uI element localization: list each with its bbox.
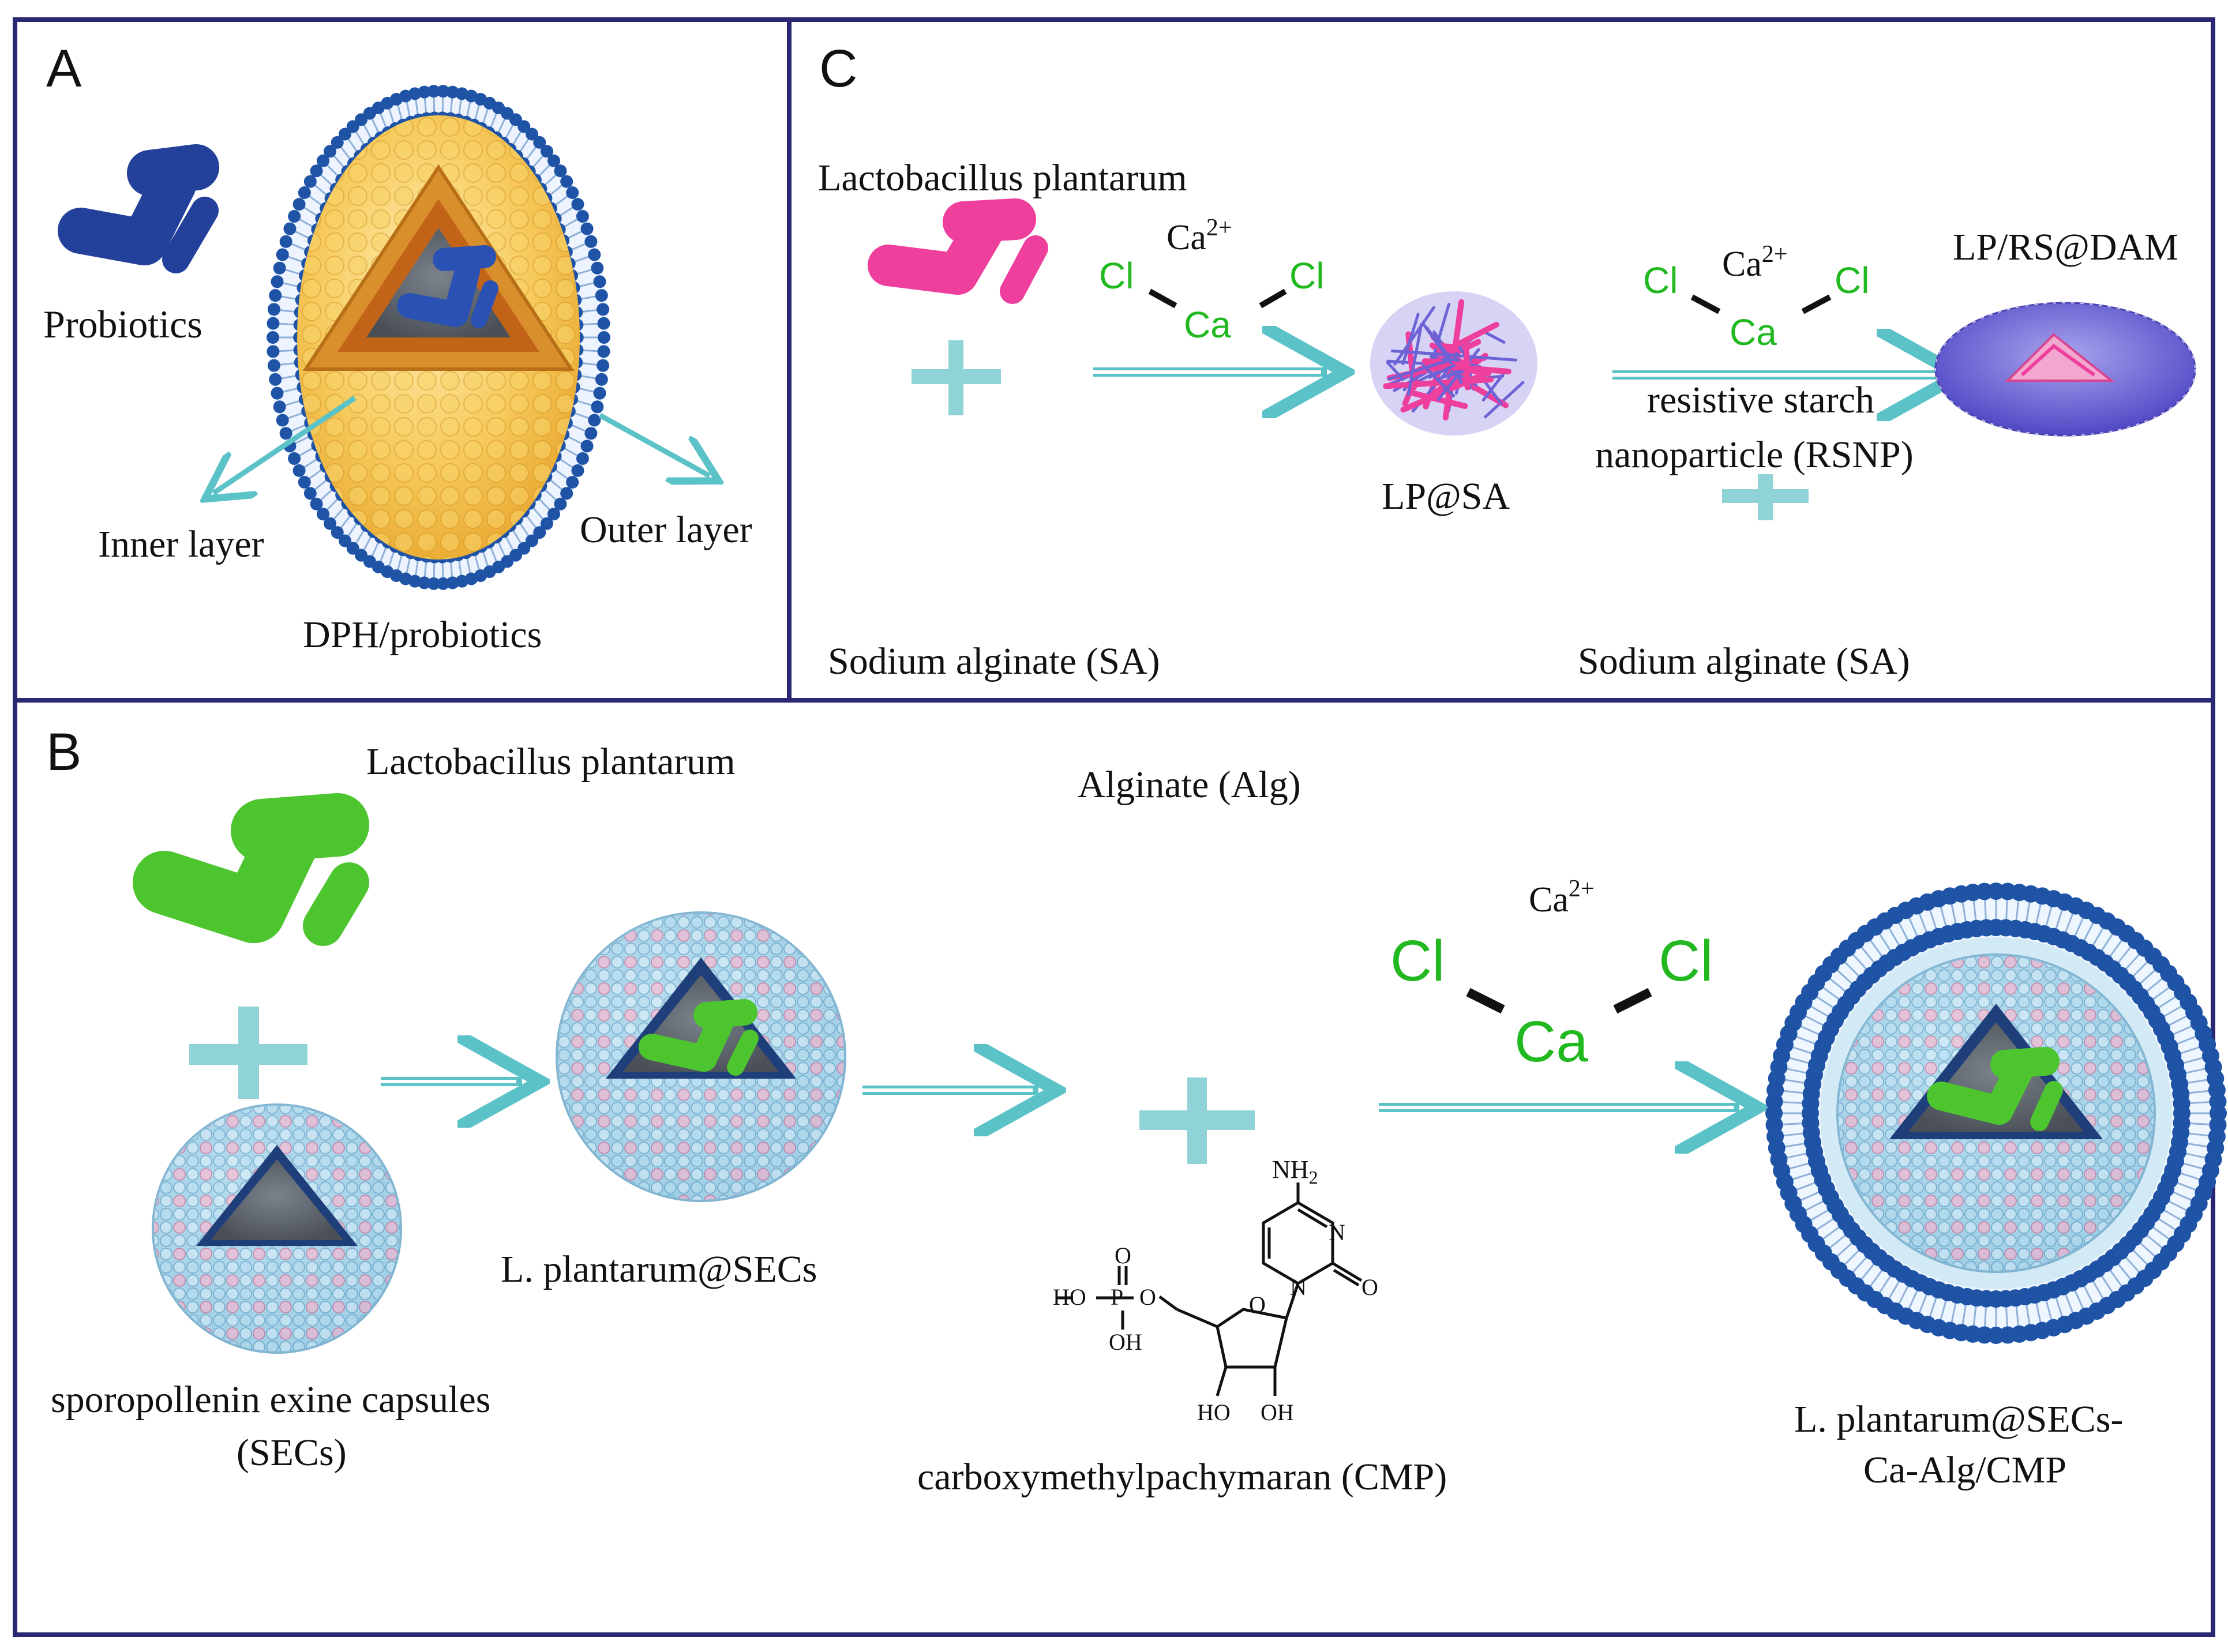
dph-capsule	[267, 85, 610, 590]
cl-left-c2: Cl	[1643, 260, 1678, 301]
cmp-n-ring: N	[1329, 1219, 1345, 1245]
lp-secs-label: L. plantarum@SECs	[501, 1248, 817, 1290]
final-product-label-line2: Ca-Alg/CMP	[1863, 1449, 2066, 1491]
panel-c-letter: C	[819, 39, 857, 98]
cl-right-b: Cl	[1659, 929, 1713, 993]
cmp-ho-phosphate: HO	[1053, 1284, 1086, 1310]
cmp-o-ester: O	[1139, 1284, 1156, 1310]
cmp-structure	[1056, 1182, 1363, 1396]
cmp-labels: NH2 N N O O O P O HO OH HO OH	[1053, 1155, 1378, 1425]
inner-layer-arrow	[213, 396, 357, 493]
probiotic-icon-pink	[868, 198, 1048, 304]
sodium-alginate-label-c2: Sodium alginate (SA)	[1578, 640, 1910, 682]
cmp-nh2: NH2	[1272, 1155, 1318, 1188]
cacl2-group-b: Ca2+ Cl Cl Ca	[1390, 876, 1713, 1074]
plus-sign-c	[912, 340, 1001, 415]
cl-right-c1: Cl	[1289, 255, 1324, 296]
plus-sign-b1	[189, 1007, 307, 1099]
lp-secs-capsule	[556, 911, 846, 1202]
ca-atom-c1: Ca	[1184, 304, 1231, 346]
probiotic-icon-green	[133, 793, 369, 946]
dph-caption: DPH/probiotics	[303, 614, 542, 656]
dam-particle	[1934, 302, 2196, 437]
outer-layer-arrow	[598, 413, 710, 476]
final-product-label-line1: L. plantarum@SECs-	[1794, 1398, 2123, 1440]
cmp-n-link: N	[1290, 1274, 1307, 1300]
cmp-ho-sugar: HO	[1197, 1399, 1231, 1425]
probiotics-label: Probiotics	[43, 302, 202, 346]
cmp-o-double: O	[1115, 1242, 1131, 1268]
secs-label-line2: (SECs)	[237, 1432, 347, 1474]
panel-b-letter: B	[46, 723, 81, 782]
cl-right-c2: Cl	[1835, 260, 1869, 301]
lp-sa-label: LP@SA	[1382, 475, 1510, 517]
lactobacillus-label-c: Lactobacillus plantarum	[818, 157, 1187, 199]
alginate-label-b: Alginate (Alg)	[1078, 764, 1301, 806]
final-product-capsule	[1765, 883, 2227, 1344]
outer-layer-label: Outer layer	[580, 509, 752, 551]
ca-atom-b: Ca	[1514, 1009, 1588, 1074]
cmp-o-ring: O	[1249, 1291, 1266, 1317]
ca-ion-b: Ca2+	[1529, 876, 1595, 919]
cl-left-b: Cl	[1390, 929, 1445, 993]
rs-label-line2: nanoparticle (RSNP)	[1595, 434, 1914, 476]
final-outer-lipid-layer	[1765, 883, 2227, 1344]
cmp-label: carboxymethylpachymaran (CMP)	[917, 1456, 1447, 1498]
cacl2-group-c2: Ca2+ Cl Cl Ca	[1643, 241, 1869, 353]
ca-ion-c1: Ca2+	[1166, 215, 1232, 257]
plus-sign-c2	[1722, 474, 1809, 520]
cmp-p: P	[1111, 1284, 1123, 1310]
cmp-o-carbonyl: O	[1361, 1274, 1378, 1300]
secs-capsule	[152, 1103, 402, 1354]
sodium-alginate-label-c1: Sodium alginate (SA)	[828, 640, 1160, 682]
probiotic-icon-blue-inside	[397, 245, 498, 328]
rs-label-line1: resistive starch	[1647, 379, 1874, 421]
plus-sign-b2	[1139, 1077, 1255, 1164]
cmp-oh-sugar: OH	[1261, 1399, 1294, 1425]
secs-label-line1: sporopollenin exine capsules	[51, 1379, 490, 1421]
cacl2-group-c1: Ca2+ Cl Cl Ca	[1099, 215, 1324, 346]
dam-label: LP/RS@DAM	[1953, 226, 2178, 268]
panel-a-letter: A	[46, 39, 82, 98]
lp-sa-particle	[1370, 291, 1537, 435]
cl-left-c1: Cl	[1099, 255, 1134, 296]
ca-ion-c2: Ca2+	[1722, 241, 1788, 284]
inner-layer-label: Inner layer	[98, 523, 264, 565]
ca-atom-c2: Ca	[1730, 311, 1777, 353]
lactobacillus-label-b: Lactobacillus plantarum	[366, 741, 736, 783]
cmp-oh-phosphate: OH	[1109, 1329, 1142, 1355]
probiotic-icon-blue	[58, 144, 219, 273]
